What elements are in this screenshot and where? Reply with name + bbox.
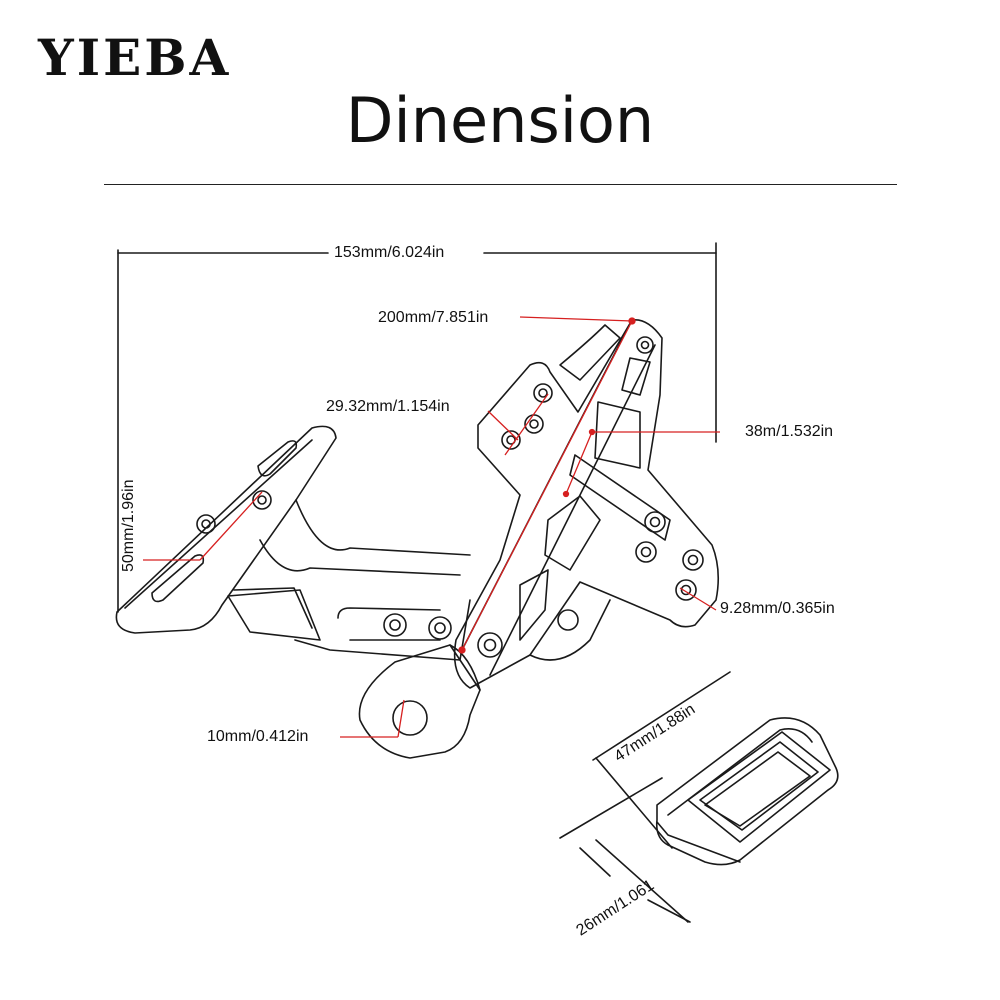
page-title: Dinension (345, 84, 655, 157)
rubber-clip (655, 717, 839, 866)
plate-height-label: 50mm/1.96in (120, 479, 137, 573)
title-divider (104, 184, 897, 185)
mount-clamp (358, 644, 481, 759)
diagonal-length-label: 200mm/7.851in (378, 309, 489, 326)
mount-hole-label: 10mm/0.412in (207, 728, 309, 745)
hole-spacing-label: 29.32mm/1.154in (326, 398, 450, 415)
slot-width-label: 38m/1.532in (745, 423, 834, 440)
brand-logo: YIEBA (38, 28, 232, 87)
main-bracket (453, 319, 720, 689)
width-dimension-lines (117, 242, 717, 613)
small-hole-label: 9.28mm/0.365in (720, 600, 835, 617)
left-plate-arm (115, 425, 471, 661)
clip-dimension-lines (559, 671, 731, 923)
overall-width-label: 153mm/6.024in (334, 244, 445, 261)
